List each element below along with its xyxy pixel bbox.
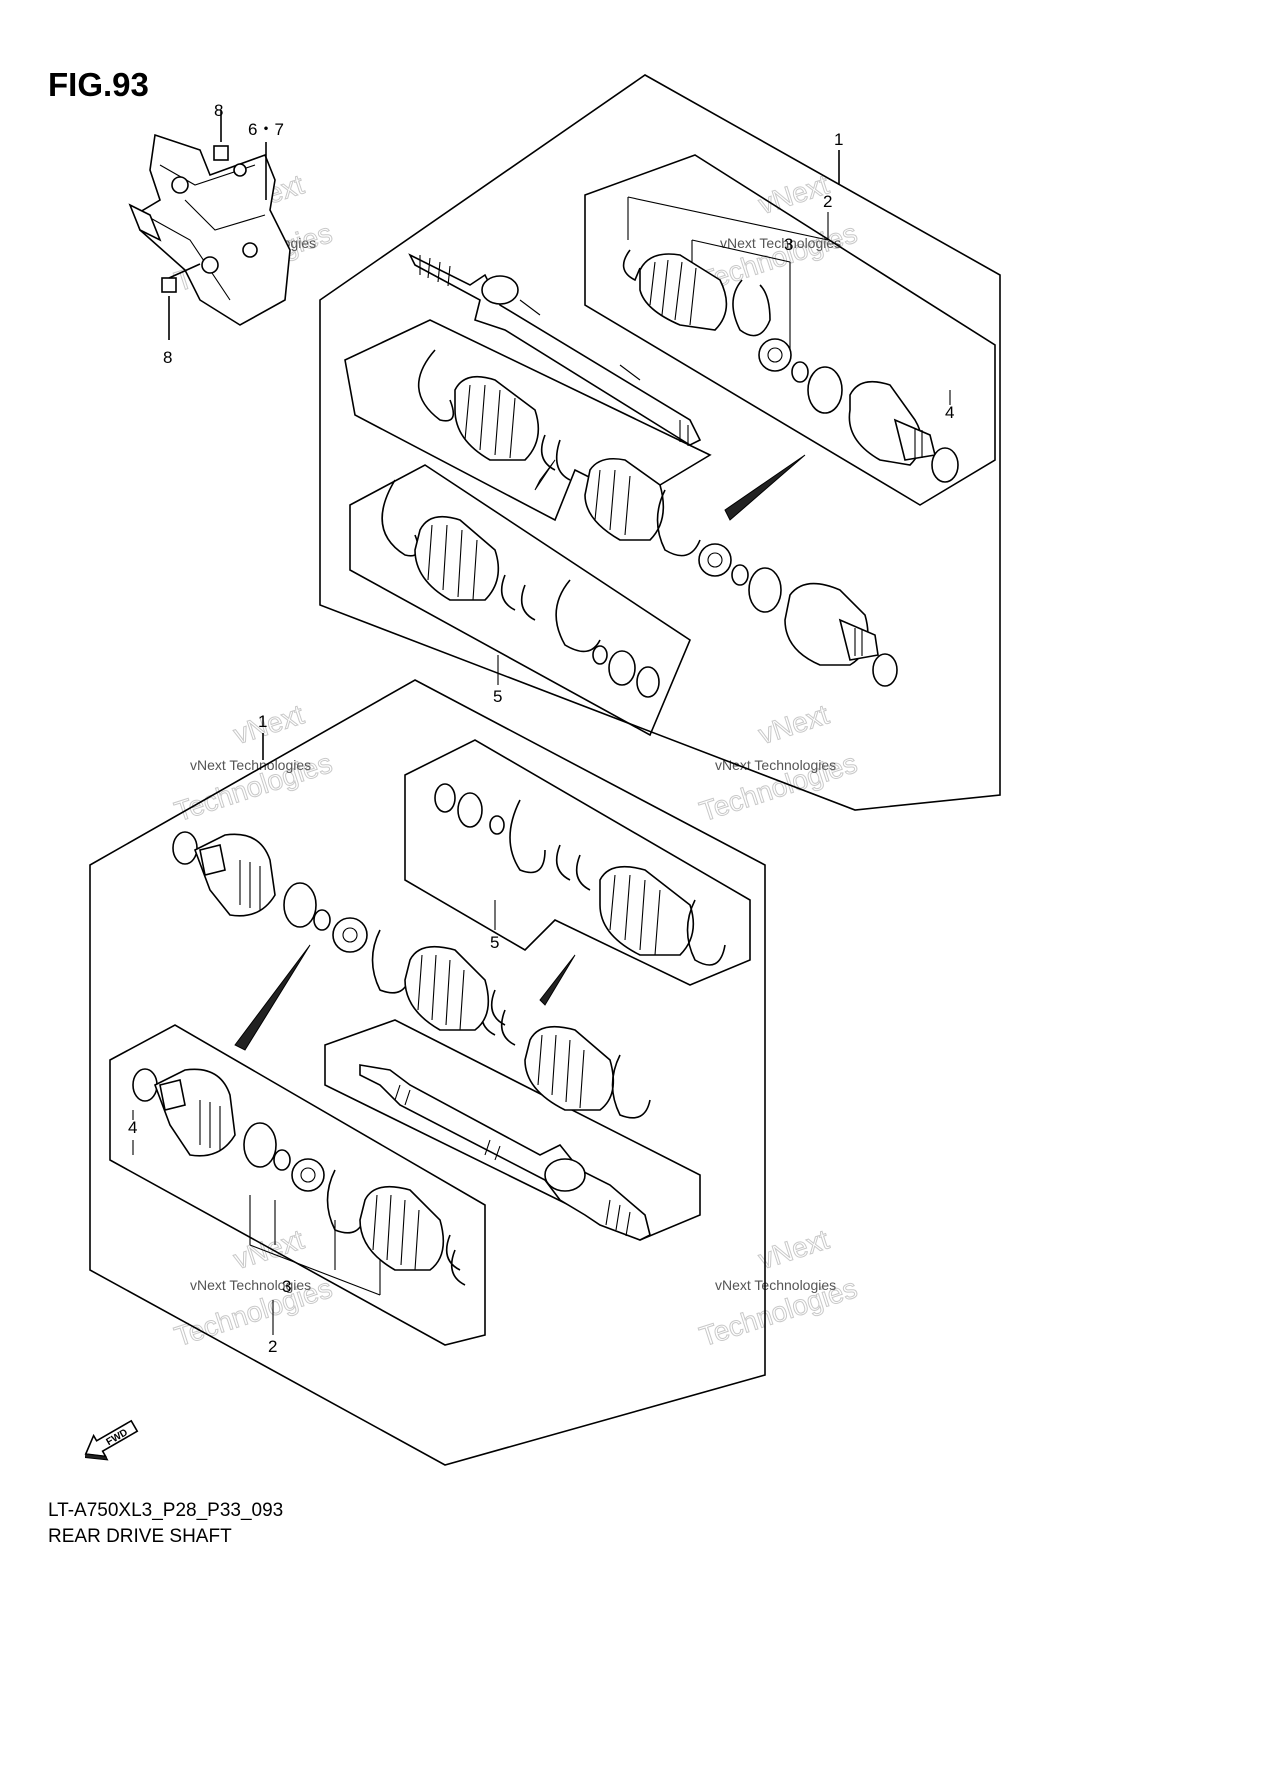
watermark-6: Technologies vNext vNext Technologies <box>695 1223 861 1353</box>
callout-guard-bolt-top: 8 <box>214 101 223 120</box>
forward-direction-icon: FWD <box>84 1419 139 1461</box>
svg-text:vNext: vNext <box>230 699 308 751</box>
drive-shaft-guard[interactable] <box>128 133 291 326</box>
upper-kit-boot[interactable] <box>414 515 500 601</box>
upper-inner-boot[interactable] <box>454 375 540 461</box>
lower-kit-ring-a[interactable] <box>434 783 456 813</box>
callout-lower-joint-set: 3 <box>282 1277 291 1296</box>
upper-joint-kit-frame <box>584 154 996 506</box>
callout-upper-boot-kit: 5 <box>493 687 502 706</box>
upper-mid-boot[interactable] <box>584 457 665 541</box>
upper-circlip[interactable] <box>931 447 959 483</box>
svg-text:vNext: vNext <box>755 169 833 221</box>
lower-kit-band-a[interactable] <box>509 799 546 874</box>
guard-bolt-top[interactable] <box>213 110 229 161</box>
watermark-2: Technologies vNext vNext Technologies <box>695 168 861 298</box>
lower-boot-band-small[interactable] <box>445 1234 466 1286</box>
svg-text:vNext Technologies: vNext Technologies <box>720 235 841 251</box>
upper-inner-circlip[interactable] <box>872 653 898 687</box>
upper-direction-arrow-2 <box>724 454 806 521</box>
lower-inner-housing[interactable] <box>193 833 276 917</box>
callout-lower-joint-kit: 2 <box>268 1337 277 1356</box>
upper-kit-band-a[interactable] <box>381 479 420 557</box>
upper-outer-joint[interactable] <box>758 338 792 372</box>
callout-upper-circlip: 4 <box>945 403 954 422</box>
upper-inner-band[interactable] <box>417 349 455 422</box>
lower-mid-boot[interactable] <box>524 1025 615 1111</box>
lower-joint-ring[interactable] <box>243 1122 277 1168</box>
svg-text:vNext: vNext <box>230 1224 308 1276</box>
lower-boot-kit-frame <box>404 739 751 986</box>
upper-inner-snap-ring[interactable] <box>731 564 749 586</box>
upper-inner-housing[interactable] <box>784 582 879 666</box>
lower-snap-ring[interactable] <box>273 1149 291 1171</box>
upper-kit-band-b[interactable] <box>500 574 536 621</box>
svg-text:vNext Technologies: vNext Technologies <box>715 1277 836 1293</box>
guard-bolt-bottom[interactable] <box>161 263 201 340</box>
part-name: REAR DRIVE SHAFT <box>48 1526 232 1547</box>
upper-outer-boot[interactable] <box>639 253 728 331</box>
upper-assembly-frame <box>319 74 1001 811</box>
upper-inner-joint[interactable] <box>698 543 732 577</box>
upper-kit-band-c[interactable] <box>555 579 601 653</box>
svg-text:vNext Technologies: vNext Technologies <box>190 1277 311 1293</box>
lower-circlip-top[interactable] <box>172 831 198 865</box>
model-code: LT-A750XL3_P28_P33_093 <box>48 1500 284 1521</box>
callout-guard: 6・7 <box>248 120 284 139</box>
lower-inner-snap-ring[interactable] <box>313 909 331 931</box>
lower-outer-joint[interactable] <box>291 1158 325 1192</box>
watermark-4: Technologies vNext vNext Technologies <box>695 698 861 828</box>
lower-axle-shaft[interactable] <box>359 1064 651 1241</box>
callout-guard-bolt-bottom: 8 <box>163 348 172 367</box>
upper-direction-arrow-1 <box>534 459 556 491</box>
lower-direction-arrow-2 <box>539 954 576 1006</box>
upper-outer-housing[interactable] <box>848 380 936 466</box>
lower-outer-housing[interactable] <box>153 1068 236 1157</box>
lower-circlip[interactable] <box>132 1068 158 1102</box>
callout-upper-joint-kit: 2 <box>823 192 832 211</box>
lower-kit-ring-b[interactable] <box>457 792 483 828</box>
upper-kit-ring-mid[interactable] <box>608 650 636 686</box>
lower-assembly-frame <box>89 679 766 1466</box>
lower-inner-boot[interactable] <box>404 945 490 1031</box>
lower-kit-boot[interactable] <box>599 865 695 956</box>
upper-kit-ring-small[interactable] <box>592 645 608 665</box>
lower-joint-kit-frame <box>109 1024 486 1346</box>
lower-inner-ring[interactable] <box>283 882 317 928</box>
watermark-3: Technologies vNext vNext Technologies <box>170 698 336 828</box>
svg-text:vNext Technologies: vNext Technologies <box>715 757 836 773</box>
upper-kit-ring-large[interactable] <box>636 666 660 698</box>
lower-outer-boot[interactable] <box>359 1185 445 1271</box>
callout-lower-boot-kit: 5 <box>490 933 499 952</box>
lower-mid-band-b[interactable] <box>611 1054 651 1119</box>
upper-snap-ring[interactable] <box>791 361 809 383</box>
callout-lower-assembly: 1 <box>258 712 267 731</box>
upper-mid-band[interactable] <box>656 489 701 557</box>
upper-axle-shaft[interactable] <box>408 253 702 446</box>
figure-title: FIG.93 <box>48 66 149 103</box>
lower-inner-joint[interactable] <box>332 917 368 953</box>
lower-shaft-frame <box>324 1019 701 1241</box>
fwd-label: FWD <box>105 1427 130 1448</box>
callout-upper-assembly: 1 <box>834 130 843 149</box>
upper-inner-band-small[interactable] <box>540 434 571 481</box>
callout-upper-joint-set: 3 <box>784 235 793 254</box>
svg-text:vNext Technologies: vNext Technologies <box>190 757 311 773</box>
lower-kit-ring-c[interactable] <box>489 815 505 835</box>
lower-inner-band-small[interactable] <box>490 989 506 1026</box>
callout-lower-circlip: 4 <box>128 1118 137 1137</box>
svg-text:vNext: vNext <box>755 699 833 751</box>
svg-text:vNext: vNext <box>755 1224 833 1276</box>
lower-kit-band-c[interactable] <box>686 899 726 966</box>
lower-direction-arrow-1 <box>234 944 311 1051</box>
watermark-5: Technologies vNext vNext Technologies <box>170 1223 336 1353</box>
upper-joint-ring[interactable] <box>807 366 843 414</box>
lower-kit-band-b[interactable] <box>555 844 591 891</box>
upper-boot-band-1[interactable] <box>622 249 771 337</box>
upper-inner-ring[interactable] <box>748 567 782 613</box>
